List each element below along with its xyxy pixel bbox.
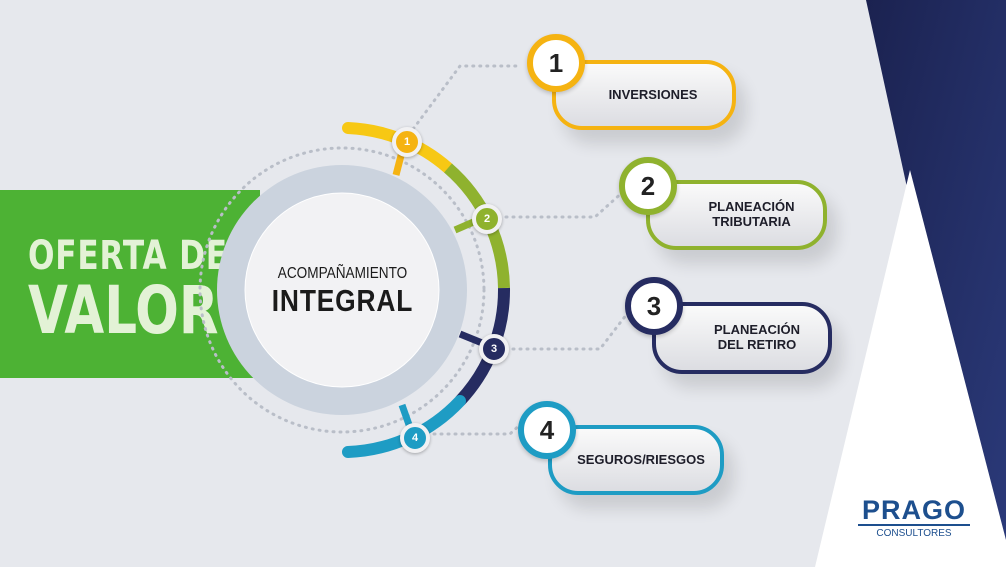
logo-name: PRAGO	[858, 496, 971, 527]
inner-circle	[244, 192, 440, 388]
banner-line1: OFERTA DE	[28, 233, 228, 279]
center-line2: INTEGRAL	[271, 283, 414, 318]
banner-line2: VALOR	[28, 272, 219, 349]
white-corner-shape	[815, 170, 1006, 567]
item-number-4: 4	[518, 401, 576, 459]
item-number-1: 1	[527, 34, 585, 92]
banner-title: OFERTA DE VALOR	[28, 236, 228, 344]
item-planeacion-retiro[interactable]: PLANEACIÓN DEL RETIRO	[652, 302, 832, 374]
arc-node-4: 4	[400, 423, 430, 453]
prago-logo: PRAGO CONSULTORES	[858, 496, 971, 540]
arc-node-3: 3	[479, 334, 509, 364]
item-number-3: 3	[625, 277, 683, 335]
item-label: PLANEACIÓN DEL RETIRO	[714, 322, 800, 352]
arc-node-2: 2	[472, 204, 502, 234]
item-label: PLANEACIÓN TRIBUTARIA	[708, 199, 795, 229]
item-label: INVERSIONES	[608, 86, 698, 102]
item-number-2: 2	[619, 157, 677, 215]
arc-node-1: 1	[392, 127, 422, 157]
item-seguros-riesgos[interactable]: SEGUROS/RIESGOS	[548, 425, 724, 495]
center-line1: ACOMPAÑAMIENTO	[277, 265, 408, 282]
item-label: SEGUROS/RIESGOS	[577, 451, 705, 467]
center-title: ACOMPAÑAMIENTO INTEGRAL	[245, 265, 440, 319]
logo-subtitle: CONSULTORES	[876, 528, 952, 540]
dotted-ring	[198, 146, 486, 434]
